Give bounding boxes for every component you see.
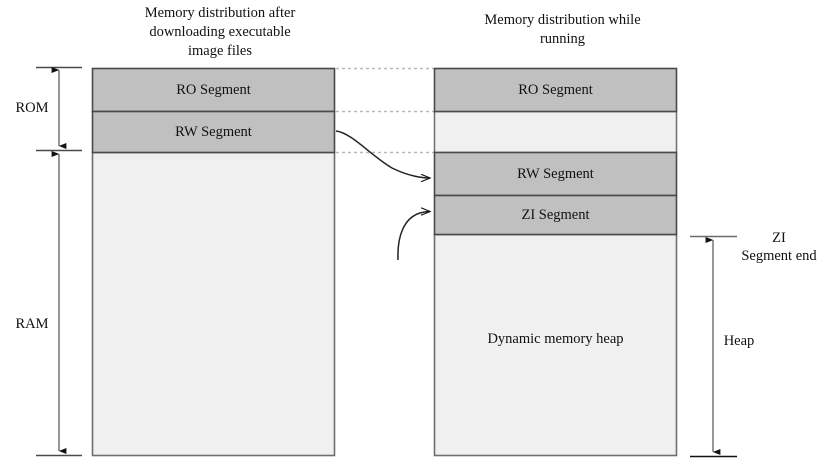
heap-extent-indicator	[690, 235, 737, 458]
zi-segment-creation-arrow	[397, 212, 430, 261]
right-column-title: Memory distribution while running	[484, 12, 641, 47]
left-ro-segment-label: RO Segment	[176, 82, 251, 98]
heap-axis-label: Heap	[723, 333, 755, 349]
right-ro-segment-box	[433, 67, 678, 113]
left-rw-segment-label: RW Segment	[175, 124, 252, 140]
right-gap-area	[433, 110, 678, 154]
left-column-title: Memory distribution after downloading ex…	[144, 5, 296, 59]
left-memory-column	[91, 67, 336, 457]
guide-lines	[336, 67, 434, 154]
left-rw-segment-box	[91, 110, 336, 154]
left-ro-segment-box	[91, 67, 336, 113]
ram-axis-label: RAM	[15, 316, 49, 332]
rw-segment-relocation-arrow	[335, 130, 430, 178]
right-zi-segment-label: ZI Segment	[521, 207, 590, 223]
right-rw-segment-label: RW Segment	[517, 166, 594, 182]
right-rw-segment-box	[433, 151, 678, 197]
right-heap-area	[433, 233, 678, 457]
zi-segment-end-label: ZI Segment end	[741, 230, 817, 264]
right-memory-column	[433, 67, 678, 457]
left-free-area	[91, 151, 336, 457]
right-zi-segment-box	[433, 194, 678, 236]
ram-extent-indicator	[36, 151, 82, 457]
right-heap-label: Dynamic memory heap	[487, 331, 624, 347]
rom-axis-label: ROM	[15, 100, 49, 116]
rom-extent-indicator	[36, 66, 82, 152]
right-ro-segment-label: RO Segment	[518, 82, 593, 98]
